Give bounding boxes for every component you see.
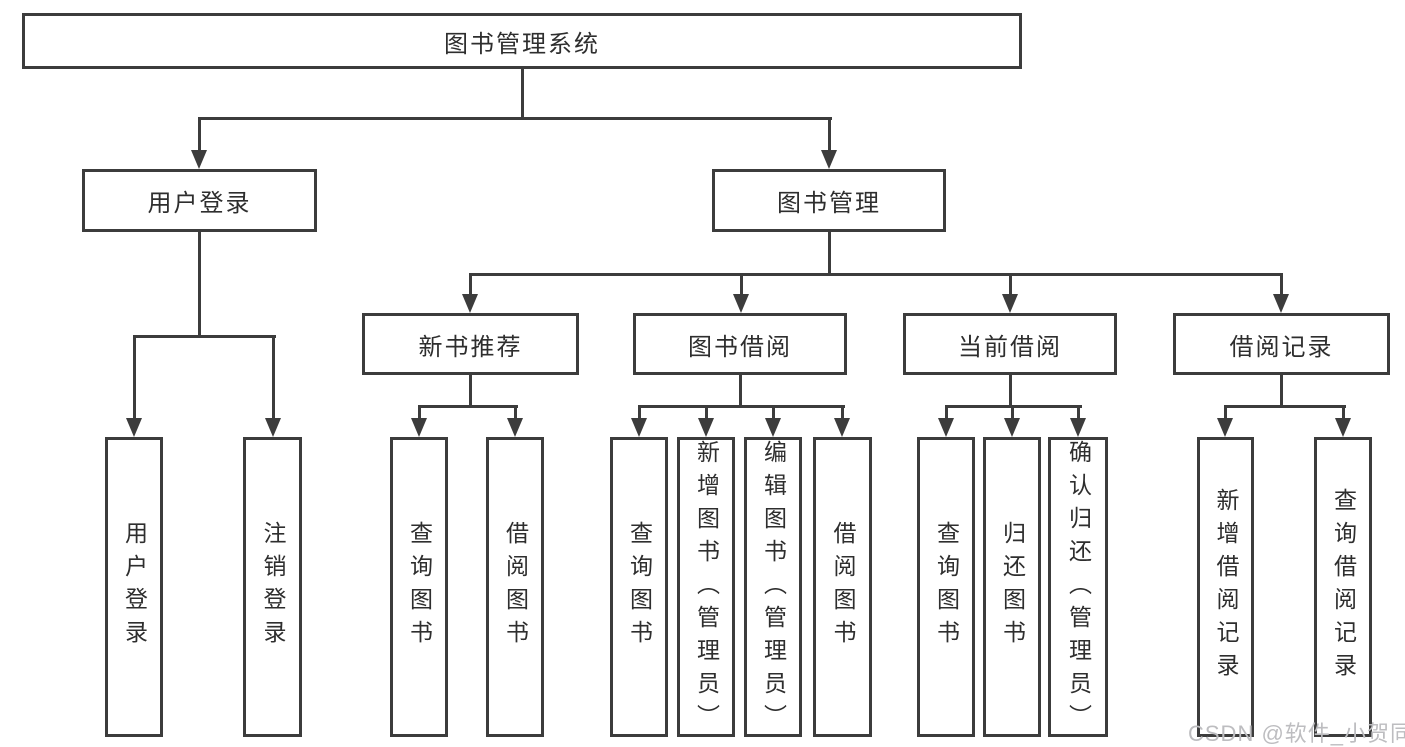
node-leaf-confirm-return-admin: 确认归还（管理员） <box>1048 437 1108 737</box>
leaf-label: 新增图书（管理员） <box>693 440 720 737</box>
connector-drop-user-login <box>197 117 201 153</box>
leaf-label: 用户登录 <box>121 521 148 653</box>
connector-drop <box>1076 405 1080 421</box>
arrow-down-icon <box>698 418 714 437</box>
connector-drop <box>841 405 844 421</box>
connector-book-borrow-rail <box>637 405 845 408</box>
arrow-down-icon <box>1217 418 1233 437</box>
node-current-borrowing: 当前借阅 <box>903 313 1117 375</box>
node-book-management: 图书管理 <box>712 169 946 232</box>
leaf-label: 注销登录 <box>260 521 286 653</box>
connector-drop <box>417 405 421 421</box>
connector-drop-book-management <box>827 117 831 153</box>
connector-current-borrow-stub <box>1008 375 1012 408</box>
connector-drop <box>944 405 948 421</box>
connector-drop-current-borrow <box>1008 273 1012 297</box>
connector-borrow-records-rail <box>1224 405 1346 408</box>
connector-drop <box>513 405 517 421</box>
connector-book-borrow-stub <box>738 375 742 408</box>
connector-level2-rail <box>197 117 832 120</box>
connector-user-login-stub <box>197 232 201 338</box>
connector-borrow-records-stub <box>1279 375 1283 408</box>
node-user-login: 用户登录 <box>82 169 317 232</box>
node-borrowing-records: 借阅记录 <box>1173 313 1390 375</box>
node-leaf-query-books-1: 查询图书 <box>390 437 448 737</box>
arrow-down-icon <box>834 418 850 437</box>
node-leaf-logout: 注销登录 <box>243 437 302 737</box>
leaf-label: 查询图书 <box>406 521 433 653</box>
leaf-label: 归还图书 <box>999 521 1026 653</box>
arrow-down-icon <box>126 418 142 437</box>
node-new-book-recommend: 新书推荐 <box>362 313 579 375</box>
arrow-down-icon <box>462 294 478 313</box>
connector-drop-borrow-records <box>1279 273 1283 297</box>
connector-drop <box>1341 405 1345 421</box>
node-leaf-user-login: 用户登录 <box>105 437 163 737</box>
node-leaf-query-borrow-record: 查询借阅记录 <box>1314 437 1372 737</box>
connector-drop-new-book <box>468 273 472 297</box>
csdn-watermark: CSDN @软件_小贺同学 <box>1188 721 1405 746</box>
connector-book-management-stub <box>827 232 831 276</box>
leaf-label: 借阅图书 <box>830 521 856 653</box>
leaf-label: 新增借阅记录 <box>1213 488 1239 686</box>
connector-drop-login <box>132 335 136 421</box>
node-leaf-borrow-books-1: 借阅图书 <box>486 437 544 737</box>
node-library-management-system: 图书管理系统 <box>22 13 1022 69</box>
arrow-down-icon <box>733 294 749 313</box>
node-leaf-edit-books-admin: 编辑图书（管理员） <box>744 437 802 737</box>
node-leaf-query-books-2: 查询图书 <box>610 437 668 737</box>
connector-drop <box>771 405 775 421</box>
arrow-down-icon <box>191 150 207 169</box>
arrow-down-icon <box>265 418 281 437</box>
connector-new-book-rail <box>417 405 518 408</box>
arrow-down-icon <box>765 418 781 437</box>
node-leaf-return-books: 归还图书 <box>983 437 1041 737</box>
connector-new-book-stub <box>468 375 472 408</box>
node-leaf-add-borrow-record: 新增借阅记录 <box>1197 437 1254 737</box>
connector-drop <box>637 405 641 421</box>
connector-drop <box>1224 405 1227 421</box>
arrow-down-icon <box>1335 418 1351 437</box>
leaf-label: 编辑图书（管理员） <box>760 440 787 737</box>
arrow-down-icon <box>1004 418 1020 437</box>
arrow-down-icon <box>631 418 647 437</box>
leaf-label: 查询图书 <box>626 521 653 653</box>
connector-drop <box>1010 405 1014 421</box>
arrow-down-icon <box>1002 294 1018 313</box>
leaf-label: 查询借阅记录 <box>1330 488 1357 686</box>
arrow-down-icon <box>1273 294 1289 313</box>
arrow-down-icon <box>1070 418 1086 437</box>
arrow-down-icon <box>411 418 427 437</box>
connector-user-login-rail <box>132 335 276 338</box>
arrow-down-icon <box>821 150 837 169</box>
node-leaf-query-books-3: 查询图书 <box>917 437 975 737</box>
connector-drop <box>704 405 708 421</box>
leaf-label: 借阅图书 <box>502 521 529 653</box>
arrow-down-icon <box>507 418 523 437</box>
connector-level3-rail <box>468 273 1283 276</box>
leaf-label: 确认归还（管理员） <box>1065 440 1092 737</box>
connector-drop-book-borrow <box>739 273 743 297</box>
node-leaf-add-books-admin: 新增图书（管理员） <box>677 437 735 737</box>
connector-drop-logout <box>271 335 275 421</box>
node-book-borrowing: 图书借阅 <box>633 313 847 375</box>
connector-root-stub <box>520 69 524 119</box>
leaf-label: 查询图书 <box>933 521 960 653</box>
arrow-down-icon <box>938 418 954 437</box>
node-leaf-borrow-books-2: 借阅图书 <box>813 437 872 737</box>
